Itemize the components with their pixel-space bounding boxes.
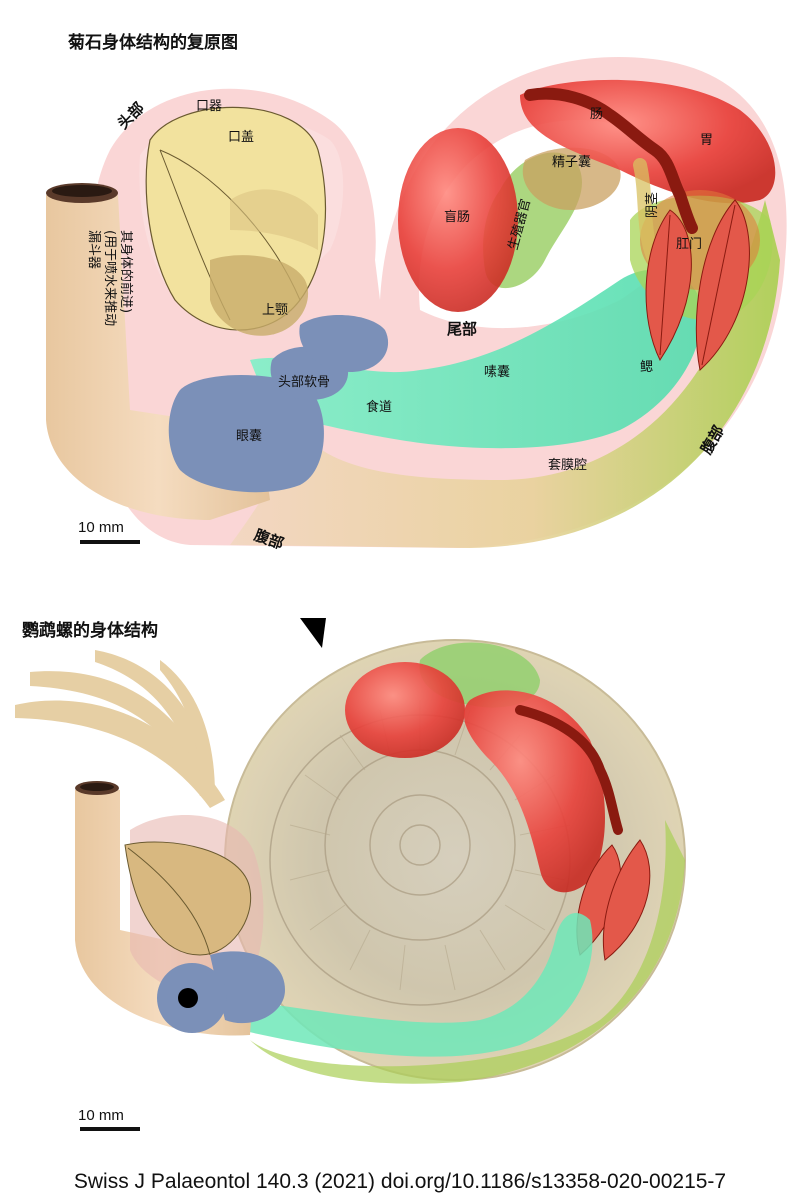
nautilus-jaw-line	[127, 847, 211, 956]
nautilus-stomach	[463, 690, 605, 893]
nautilus-intestine	[515, 705, 623, 835]
arrowhead-marker	[300, 618, 326, 648]
nautilus-esophagus	[240, 912, 593, 1057]
label-funnel-1: 漏斗器	[86, 230, 102, 269]
eye-and-cartilage	[168, 314, 389, 493]
ammonite-reconstruction: 菊石身体结构的复原图	[46, 32, 787, 553]
label-penis: 阴茎	[645, 192, 660, 218]
label-caecum: 盲肠	[444, 209, 470, 225]
label-mouth: 口器	[196, 99, 222, 114]
svg-text:10 mm: 10 mm	[78, 519, 124, 536]
esophagus-crop	[250, 269, 702, 449]
label-crop: 嗉囊	[484, 364, 510, 380]
label-eye-sac: 眼囊	[236, 428, 262, 444]
aptychus-jaw	[145, 106, 327, 336]
top-title: 菊石身体结构的复原图	[68, 32, 238, 53]
intestine	[524, 87, 698, 234]
label-spermatophore: 精子囊	[552, 154, 591, 170]
label-esophagus: 食道	[366, 399, 392, 415]
nautilus-comparison: 鹦鹉螺的身体结构	[15, 618, 686, 1131]
bottom-title: 鹦鹉螺的身体结构	[22, 620, 158, 641]
top-scale-bar: 10 mm	[78, 519, 140, 544]
funnel-label: 漏斗器 (用于喷水来推动 其身体的前进)	[86, 230, 134, 326]
label-anus: 肛门	[676, 237, 702, 252]
svg-text:10 mm: 10 mm	[78, 1107, 124, 1124]
nautilus-caecum	[345, 662, 465, 758]
label-funnel-2: (用于喷水来推动	[102, 230, 117, 326]
spermatophore-sac	[522, 147, 621, 210]
label-intestine: 肠	[590, 107, 603, 122]
label-aptychus: 口盖	[228, 130, 254, 145]
citation: Swiss J Palaeontol 140.3 (2021) doi.org/…	[74, 1170, 726, 1193]
label-mantle-cavity: 套膜腔	[548, 457, 587, 473]
nautilus-jaw	[124, 841, 252, 956]
label-stomach: 胃	[700, 133, 713, 148]
gills	[645, 199, 750, 371]
label-funnel-3: 其身体的前进)	[118, 230, 134, 313]
label-posterior: 尾部	[447, 320, 477, 338]
mantle-cavity	[230, 200, 780, 548]
label-head-cartilage: 头部软骨	[278, 375, 330, 390]
label-upper-jaw: 上颚	[262, 303, 288, 318]
tentacles	[15, 650, 225, 808]
label-gills: 鳃	[640, 360, 653, 375]
caecum	[398, 128, 518, 312]
nautilus-eye	[157, 951, 285, 1033]
eye-pupil	[178, 988, 198, 1008]
bottom-scale-bar: 10 mm	[78, 1107, 140, 1131]
